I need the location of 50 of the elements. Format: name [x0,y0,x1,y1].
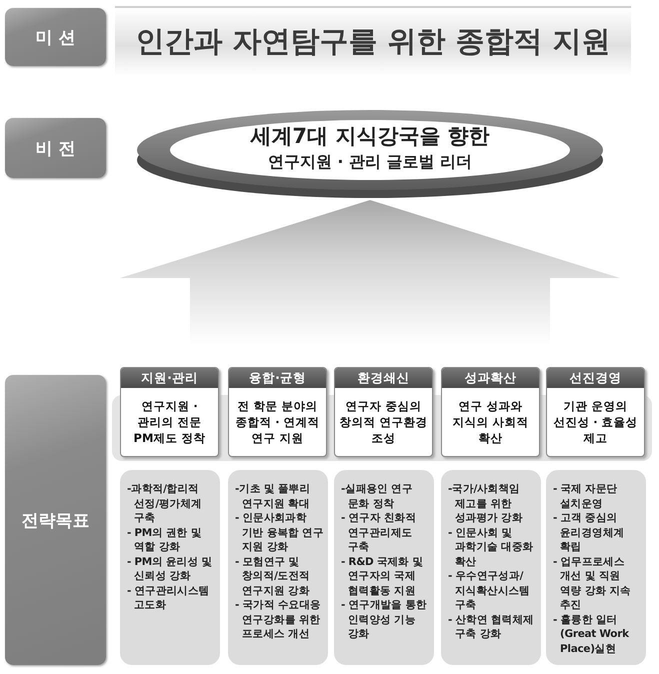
task-list-panel [120,470,220,665]
goal-card [441,367,540,457]
vision-title: 세계7대 지식강국을 향한 [249,123,491,150]
bullet-item: -기초 및 풀뿌리 연구지원 확대 [235,482,311,511]
bullet-item: - 훌륭한 일터 (Great Work Place)실현 [553,612,630,656]
bullet-item: - 연구자 친화적 연구관리제도 구축 [341,511,417,554]
bullet-item: - 고객 중심의 윤리경영체계 확립 [553,511,626,554]
bullet-item: - 국제 자문단 설치운영 [553,482,618,511]
goal-card [228,367,327,457]
section-title: 미 션 [36,26,76,48]
bullet-item: - 모험연구 및 창의적/도전적 연구지원 강화 [235,554,311,598]
goal-text: 연구지원 · 관리의 전문 PM제도 정착 [132,398,206,446]
card-header: 성과확산 [442,368,539,388]
bullet-item: - PM의 윤리성 및 신뢰성 강화 [127,554,214,584]
bullet-item: - 인문사회과학 기반 융복합 연구 지원 강화 [235,511,325,554]
goal-card [120,367,219,457]
mission-text: 인간과 자연탐구를 위한 종합적 지원 [135,23,611,60]
section-label [5,118,106,178]
task-list-panel [334,470,434,665]
vision-subtitle: 연구지원 · 관리 글로벌 리더 [266,152,474,173]
section-title: 비 전 [36,138,76,160]
bullet-item: -국가/사회책임 제고를 위한 성과평가 강화 [448,482,524,526]
card-header: 지원·관리 [121,368,218,388]
section-title: 전략목표 [22,510,90,532]
goal-card [334,367,433,457]
section-label [5,375,106,665]
bullet-item: - PM의 권한 및 역할 강화 [127,526,202,554]
bullet-item: - 인문사회 및 과학기술 대중화 확산 [448,526,534,569]
bullet-item: - 연구관리시스템 고도화 [127,584,210,612]
task-list-panel [546,470,646,665]
bullet-item: - 국가적 수요대응 연구강화를 위한 프로세스 개선 [235,598,322,642]
bullet-item: -과학적/합리적 선정/평가체계 구축 [127,482,203,526]
bullet-item: - 우수연구성과/지식확산시스템 구축 [448,569,531,612]
section-label [5,8,106,66]
bullet-item: - 연구개발을 통한 인력양성 기능 강화 [341,598,428,642]
bullet-item: - 업무프로세스 개선 및 직원 역량 강화 지속 추진 [553,554,632,612]
task-list-panel [441,470,541,665]
task-list-panel [228,470,328,665]
mission-banner [115,6,631,76]
bullet-item: - 산학연 협력체제 구축 강화 [448,612,535,642]
card-header: 선진경영 [547,368,644,388]
card-header: 융합·균형 [229,368,326,388]
bullet-item: -실패용인 연구 문화 정착 [341,482,414,511]
card-header: 환경쇄신 [335,368,432,388]
goal-text: 연구자 중심의 창의적 연구환경 조성 [338,398,428,446]
goal-text: 전 학문 분야의 종합적 · 연계적 연구 지원 [234,398,321,446]
goal-text: 연구 성과와 지식의 사회적 확산 [451,398,530,446]
goal-card [546,367,645,457]
goal-text: 기관 운영의 선진성 · 효율성 제고 [552,398,639,446]
bullet-item: - R&D 국제화 및 연구자의 국제 협력활동 지원 [341,554,424,598]
